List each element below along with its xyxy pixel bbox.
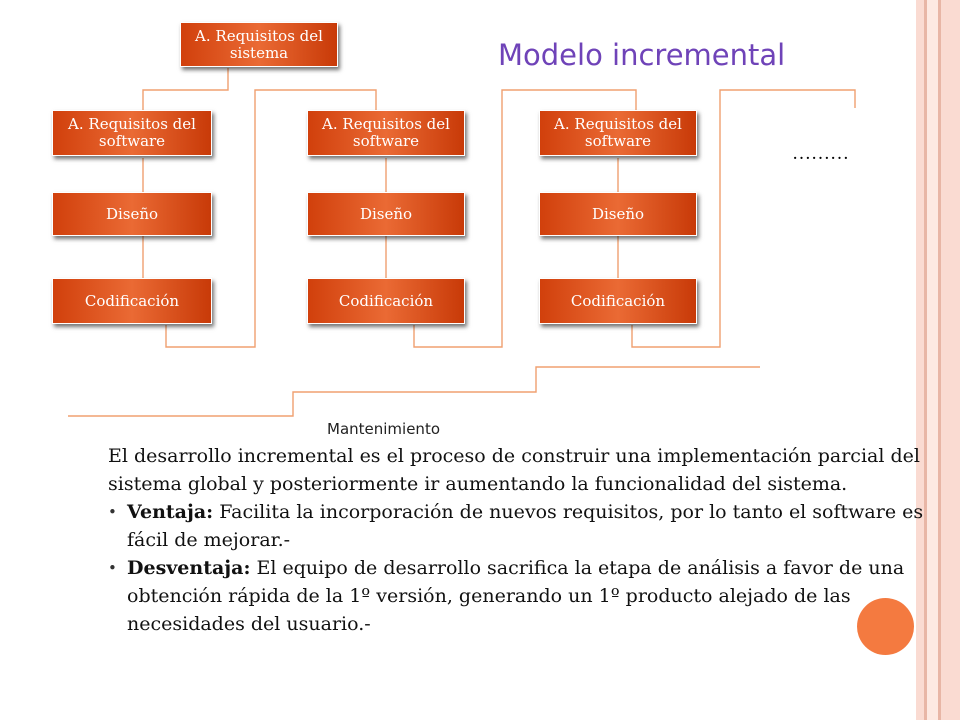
disadvantage-text: El equipo de desarrollo sacrifica la eta… bbox=[127, 557, 905, 635]
incremental-model-diagram: A. Requisitos del sistema A. Requisitos … bbox=[52, 22, 856, 438]
slide-title: Modelo incremental bbox=[498, 38, 786, 72]
box-coding-2: Codificación bbox=[307, 278, 465, 324]
box-design-3: Diseño bbox=[539, 192, 697, 236]
decorative-side-stripes bbox=[916, 0, 960, 720]
connector-stage3-to-next bbox=[631, 89, 856, 348]
bullet-advantage: • Ventaja: Facilita la incorporación de … bbox=[108, 498, 933, 554]
bullet-dot-icon: • bbox=[108, 559, 117, 577]
box-coding-1: Codificación bbox=[52, 278, 212, 324]
box-design-2: Diseño bbox=[307, 192, 465, 236]
box-coding-3: Codificación bbox=[539, 278, 697, 324]
box-software-requirements-3: A. Requisitos del software bbox=[539, 110, 697, 156]
connector-stage2-to-stage3 bbox=[413, 89, 637, 348]
connector-stage1-to-stage2 bbox=[165, 89, 377, 348]
intro-paragraph: El desarrollo incremental es el proceso … bbox=[108, 445, 920, 495]
maintenance-label: Mantenimiento bbox=[327, 420, 440, 438]
continuation-ellipsis: ……… bbox=[792, 143, 849, 164]
bullet-dot-icon: • bbox=[108, 503, 117, 521]
box-design-1: Diseño bbox=[52, 192, 212, 236]
bullet-disadvantage: • Desventaja: El equipo de desarrollo sa… bbox=[108, 554, 933, 638]
box-system-requirements: A. Requisitos del sistema bbox=[180, 22, 338, 67]
box-software-requirements-2: A. Requisitos del software bbox=[307, 110, 465, 156]
slide-body: El desarrollo incremental es el proceso … bbox=[108, 442, 933, 638]
maintenance-staircase bbox=[68, 366, 760, 417]
connector-top-to-stage1 bbox=[142, 68, 229, 112]
advantage-text: Facilita la incorporación de nuevos requ… bbox=[127, 501, 924, 551]
advantage-label: Ventaja: bbox=[127, 501, 214, 523]
box-software-requirements-1: A. Requisitos del software bbox=[52, 110, 212, 156]
disadvantage-label: Desventaja: bbox=[127, 557, 251, 579]
decorative-circle bbox=[857, 598, 914, 655]
